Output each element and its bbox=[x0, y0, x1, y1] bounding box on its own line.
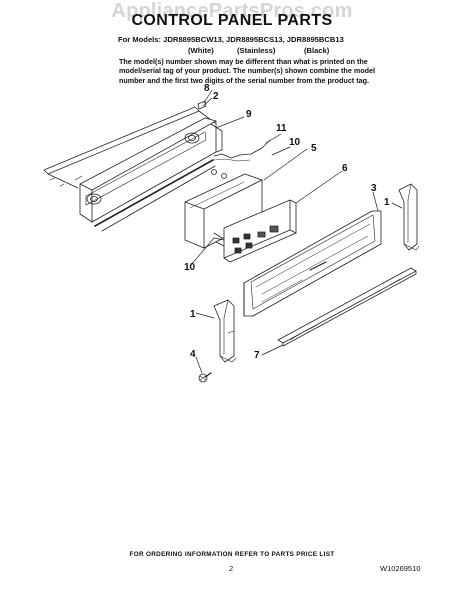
color-label-white: (White) bbox=[188, 46, 214, 55]
watermark: AppliancePartsPros.com bbox=[111, 0, 353, 22]
part-8-rear-panel bbox=[43, 106, 216, 189]
callout-10-lower: 10 bbox=[184, 262, 196, 273]
part-7-trim-strip bbox=[277, 267, 417, 347]
part-1-right-endcap bbox=[398, 183, 420, 251]
callout-4: 4 bbox=[190, 349, 196, 360]
color-label-black: (Black) bbox=[304, 46, 330, 55]
document-code: W10269510 bbox=[380, 564, 421, 573]
part-11-wire-harness bbox=[213, 139, 271, 162]
callout-1-left: 1 bbox=[190, 309, 196, 320]
model-number-note: The model(s) number shown may be differe… bbox=[119, 57, 449, 85]
color-label-stainless: (Stainless) bbox=[237, 46, 276, 55]
callout-1-right: 1 bbox=[384, 197, 390, 208]
callout-11: 11 bbox=[276, 123, 287, 134]
models-line: For Models: JDR8895BCW13, JDR8895BCS13, … bbox=[118, 35, 344, 44]
callout-5: 5 bbox=[311, 143, 317, 154]
callout-leaders bbox=[189, 89, 403, 374]
callout-9: 9 bbox=[246, 109, 252, 120]
callout-2: 2 bbox=[213, 91, 219, 102]
part-6-control-board bbox=[213, 199, 297, 263]
ordering-info: FOR ORDERING INFORMATION REFER TO PARTS … bbox=[129, 551, 335, 558]
note-line: The model(s) number shown may be differe… bbox=[119, 57, 368, 66]
part-1-left-endcap bbox=[213, 299, 237, 363]
note-line: number and the first two digits of the s… bbox=[119, 75, 369, 85]
callout-7: 7 bbox=[254, 350, 260, 361]
part-9-panel-housing bbox=[79, 117, 223, 232]
part-4-screw bbox=[198, 372, 212, 383]
page-title: CONTROL PANEL PARTS bbox=[131, 12, 333, 29]
callout-10-upper: 10 bbox=[289, 137, 301, 148]
callout-3: 3 bbox=[371, 183, 377, 194]
callout-6: 6 bbox=[342, 163, 348, 174]
part-5-control-bracket bbox=[184, 173, 263, 249]
page-number: 2 bbox=[229, 564, 234, 573]
callout-8: 8 bbox=[204, 83, 210, 94]
note-line: model/serial tag of your product. The nu… bbox=[119, 66, 375, 76]
part-3-front-panel bbox=[243, 210, 382, 317]
part-10-screws-upper bbox=[211, 169, 227, 179]
